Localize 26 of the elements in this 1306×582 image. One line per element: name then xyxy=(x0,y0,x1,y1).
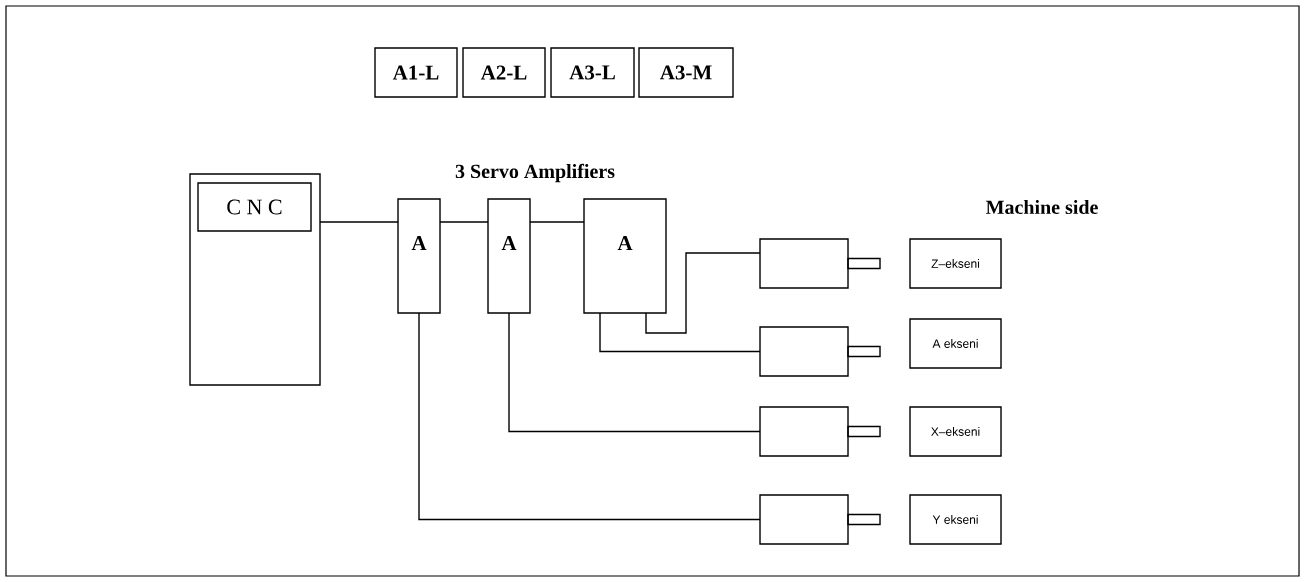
motor-drawing xyxy=(759,494,881,545)
model-box: A3-L xyxy=(550,47,635,98)
amplifier-box: A xyxy=(583,198,667,314)
cnc-cabinet xyxy=(189,173,321,386)
connection-line xyxy=(439,221,489,223)
axis-label-box: A ekseni xyxy=(909,318,1002,369)
axis-label-box: X–ekseni xyxy=(909,406,1002,457)
amplifier-box: A xyxy=(397,198,441,314)
connection-line xyxy=(645,252,761,334)
axis-label-box: Y ekseni xyxy=(909,494,1002,545)
axis-label-box: Z–ekseni xyxy=(909,238,1002,289)
motor-drawing xyxy=(759,406,881,457)
motor-drawing xyxy=(759,238,881,289)
model-box: A3-M xyxy=(638,47,734,98)
amplifier-box: A xyxy=(487,198,531,314)
model-box: A1-L xyxy=(374,47,458,98)
model-box: A2-L xyxy=(462,47,546,98)
connection-line xyxy=(418,312,761,521)
label-heading: Machine side xyxy=(985,199,1098,215)
connection-line xyxy=(319,221,399,223)
connection-line xyxy=(599,312,761,353)
connection-line xyxy=(529,221,585,223)
connection-line xyxy=(508,312,761,433)
motor-drawing xyxy=(759,326,881,377)
label-heading: 3 Servo Amplifiers xyxy=(455,163,615,183)
cnc-panel: C N C xyxy=(197,182,312,232)
